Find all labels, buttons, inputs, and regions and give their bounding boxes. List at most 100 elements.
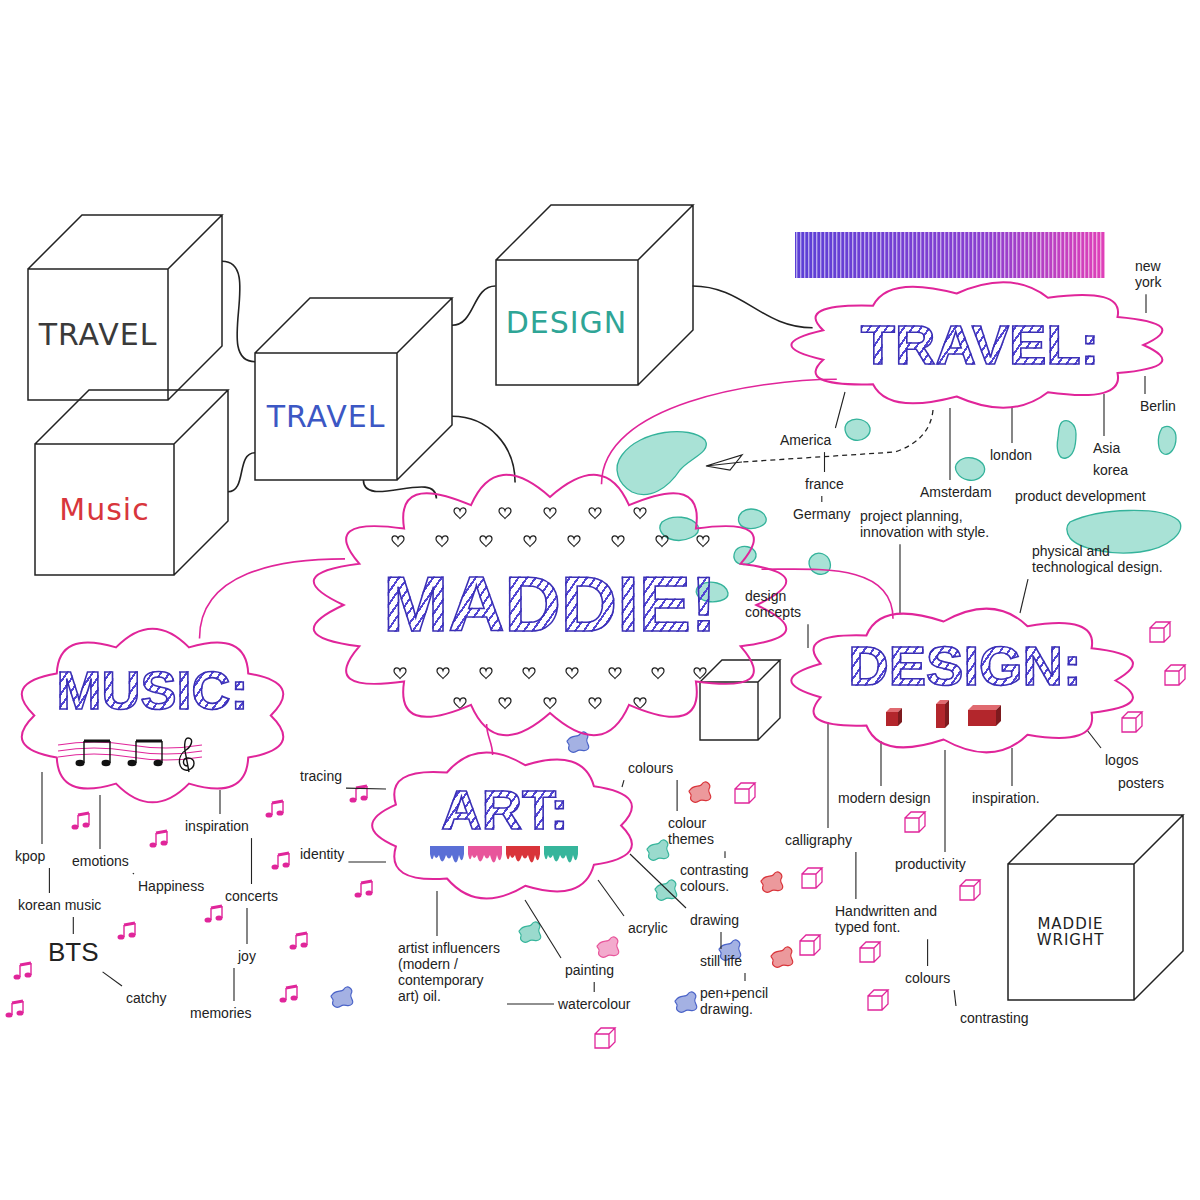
small-cube-doodle xyxy=(860,942,880,962)
topic-cloud: MUSIC: xyxy=(15,626,290,805)
leader-line xyxy=(630,854,686,908)
leader-line xyxy=(944,750,945,852)
heart-doodles xyxy=(612,536,624,547)
paint-drips xyxy=(468,846,502,863)
cube-label: TRAVEL xyxy=(39,318,158,351)
leader-line xyxy=(41,772,42,844)
music-staff xyxy=(76,760,85,767)
small-cube-doodle xyxy=(1165,665,1185,685)
cloud-outline xyxy=(22,628,284,802)
cloud-outline xyxy=(314,475,786,735)
mindmap-keyword: artist influencers (modern / contemporar… xyxy=(398,940,503,1004)
mindmap-keyword: Handwritten and typed font. xyxy=(835,903,965,935)
paint-splat xyxy=(655,880,677,900)
map-blob xyxy=(617,432,706,495)
small-cube-doodle xyxy=(1150,622,1170,642)
music-staff xyxy=(102,760,111,767)
leader-line xyxy=(594,982,595,992)
small-cube-doodle xyxy=(595,1028,615,1048)
leader-line xyxy=(807,624,808,648)
map-blob xyxy=(739,509,767,528)
cube-outline xyxy=(35,390,228,575)
red-cube-icons xyxy=(945,700,949,728)
mindmap-keyword: still life xyxy=(700,953,742,969)
leader-line xyxy=(954,990,956,1006)
mindmap-keyword: new york xyxy=(1135,258,1183,290)
red-cube-icons xyxy=(996,705,1001,726)
topic-cloud: ART: xyxy=(370,749,640,902)
paint-splat xyxy=(761,872,783,892)
heart-doodles xyxy=(544,508,556,519)
leader-line xyxy=(720,932,721,949)
mindmap-keyword: contrasting xyxy=(960,1010,1028,1026)
mindmap-keyword: design concepts xyxy=(745,588,815,620)
leader-line xyxy=(744,973,745,981)
heart-doodles xyxy=(697,536,709,547)
leader-line xyxy=(133,873,134,875)
paint-splat xyxy=(331,987,353,1007)
connector-line xyxy=(452,286,496,325)
music-note xyxy=(272,853,290,870)
mindmap-keyword: watercolour xyxy=(558,996,630,1012)
flight-path xyxy=(706,410,933,470)
cloud-outline xyxy=(372,752,632,898)
leader-line xyxy=(525,900,561,958)
cloud-outline xyxy=(791,282,1162,407)
cube-outline xyxy=(28,215,222,400)
leader-line xyxy=(219,790,220,814)
cloud-title: TRAVEL: xyxy=(861,314,1100,376)
connector-line xyxy=(602,379,837,484)
heart-doodles xyxy=(499,698,511,709)
mindmap-keyword: Amsterdam xyxy=(920,484,992,500)
cube-outline xyxy=(1008,815,1183,1000)
heart-doodles xyxy=(544,698,556,709)
paint-splat xyxy=(771,947,793,967)
connector-line xyxy=(452,416,515,482)
mindmap-keyword: acrylic xyxy=(628,920,668,936)
small-cube-doodle xyxy=(802,868,822,888)
paint-drips xyxy=(430,846,578,863)
leader-line xyxy=(507,1003,554,1004)
flight-path xyxy=(706,455,742,470)
heart-doodles xyxy=(454,508,466,519)
cube-outline xyxy=(496,205,693,385)
heart-doodles xyxy=(589,508,601,519)
mindmap-keyword: physical and technological design. xyxy=(1032,543,1182,575)
mindmap-keyword: productivity xyxy=(895,856,966,872)
red-cube-icons xyxy=(886,712,898,726)
mindmap-keyword: tracing xyxy=(300,768,342,784)
leader-line xyxy=(622,780,624,787)
leader-line xyxy=(1103,394,1104,436)
map-blob xyxy=(734,547,756,565)
mindmap-keyword: Happiness xyxy=(138,878,204,894)
leader-line xyxy=(598,880,624,916)
paint-splat xyxy=(597,937,619,957)
leader-line xyxy=(73,917,74,934)
heart-doodles xyxy=(392,536,404,547)
small-cube-doodle xyxy=(905,812,925,832)
small-cube-doodle xyxy=(960,880,980,900)
leader-line xyxy=(1087,730,1101,748)
mindmap-keyword: pen+pencil drawing. xyxy=(700,985,790,1017)
red-cube-icons xyxy=(898,708,902,726)
small-cube-doodle xyxy=(868,990,888,1010)
music-note xyxy=(6,786,373,1018)
leader-line xyxy=(1144,376,1145,394)
mindmap-keyword: America xyxy=(780,432,831,448)
music-staff xyxy=(154,760,163,767)
topic-cube: TRAVEL xyxy=(255,298,452,480)
mindmap-keyword: korean music xyxy=(18,897,101,913)
cloud-title: ART: xyxy=(441,779,569,841)
heart-doodles xyxy=(568,536,580,547)
mindmap-keyword: inspiration xyxy=(185,818,249,834)
leader-line xyxy=(1145,294,1146,313)
music-note xyxy=(6,1001,24,1018)
heart-doodles xyxy=(523,668,535,679)
map-blob xyxy=(1057,421,1076,458)
cube-outline xyxy=(35,390,228,575)
leader-line xyxy=(49,868,50,893)
small-cube-doodle xyxy=(735,783,755,803)
red-cube-icons xyxy=(936,704,945,728)
cube-outline xyxy=(1008,815,1183,1000)
cloud-title: MADDIE! xyxy=(383,562,717,648)
